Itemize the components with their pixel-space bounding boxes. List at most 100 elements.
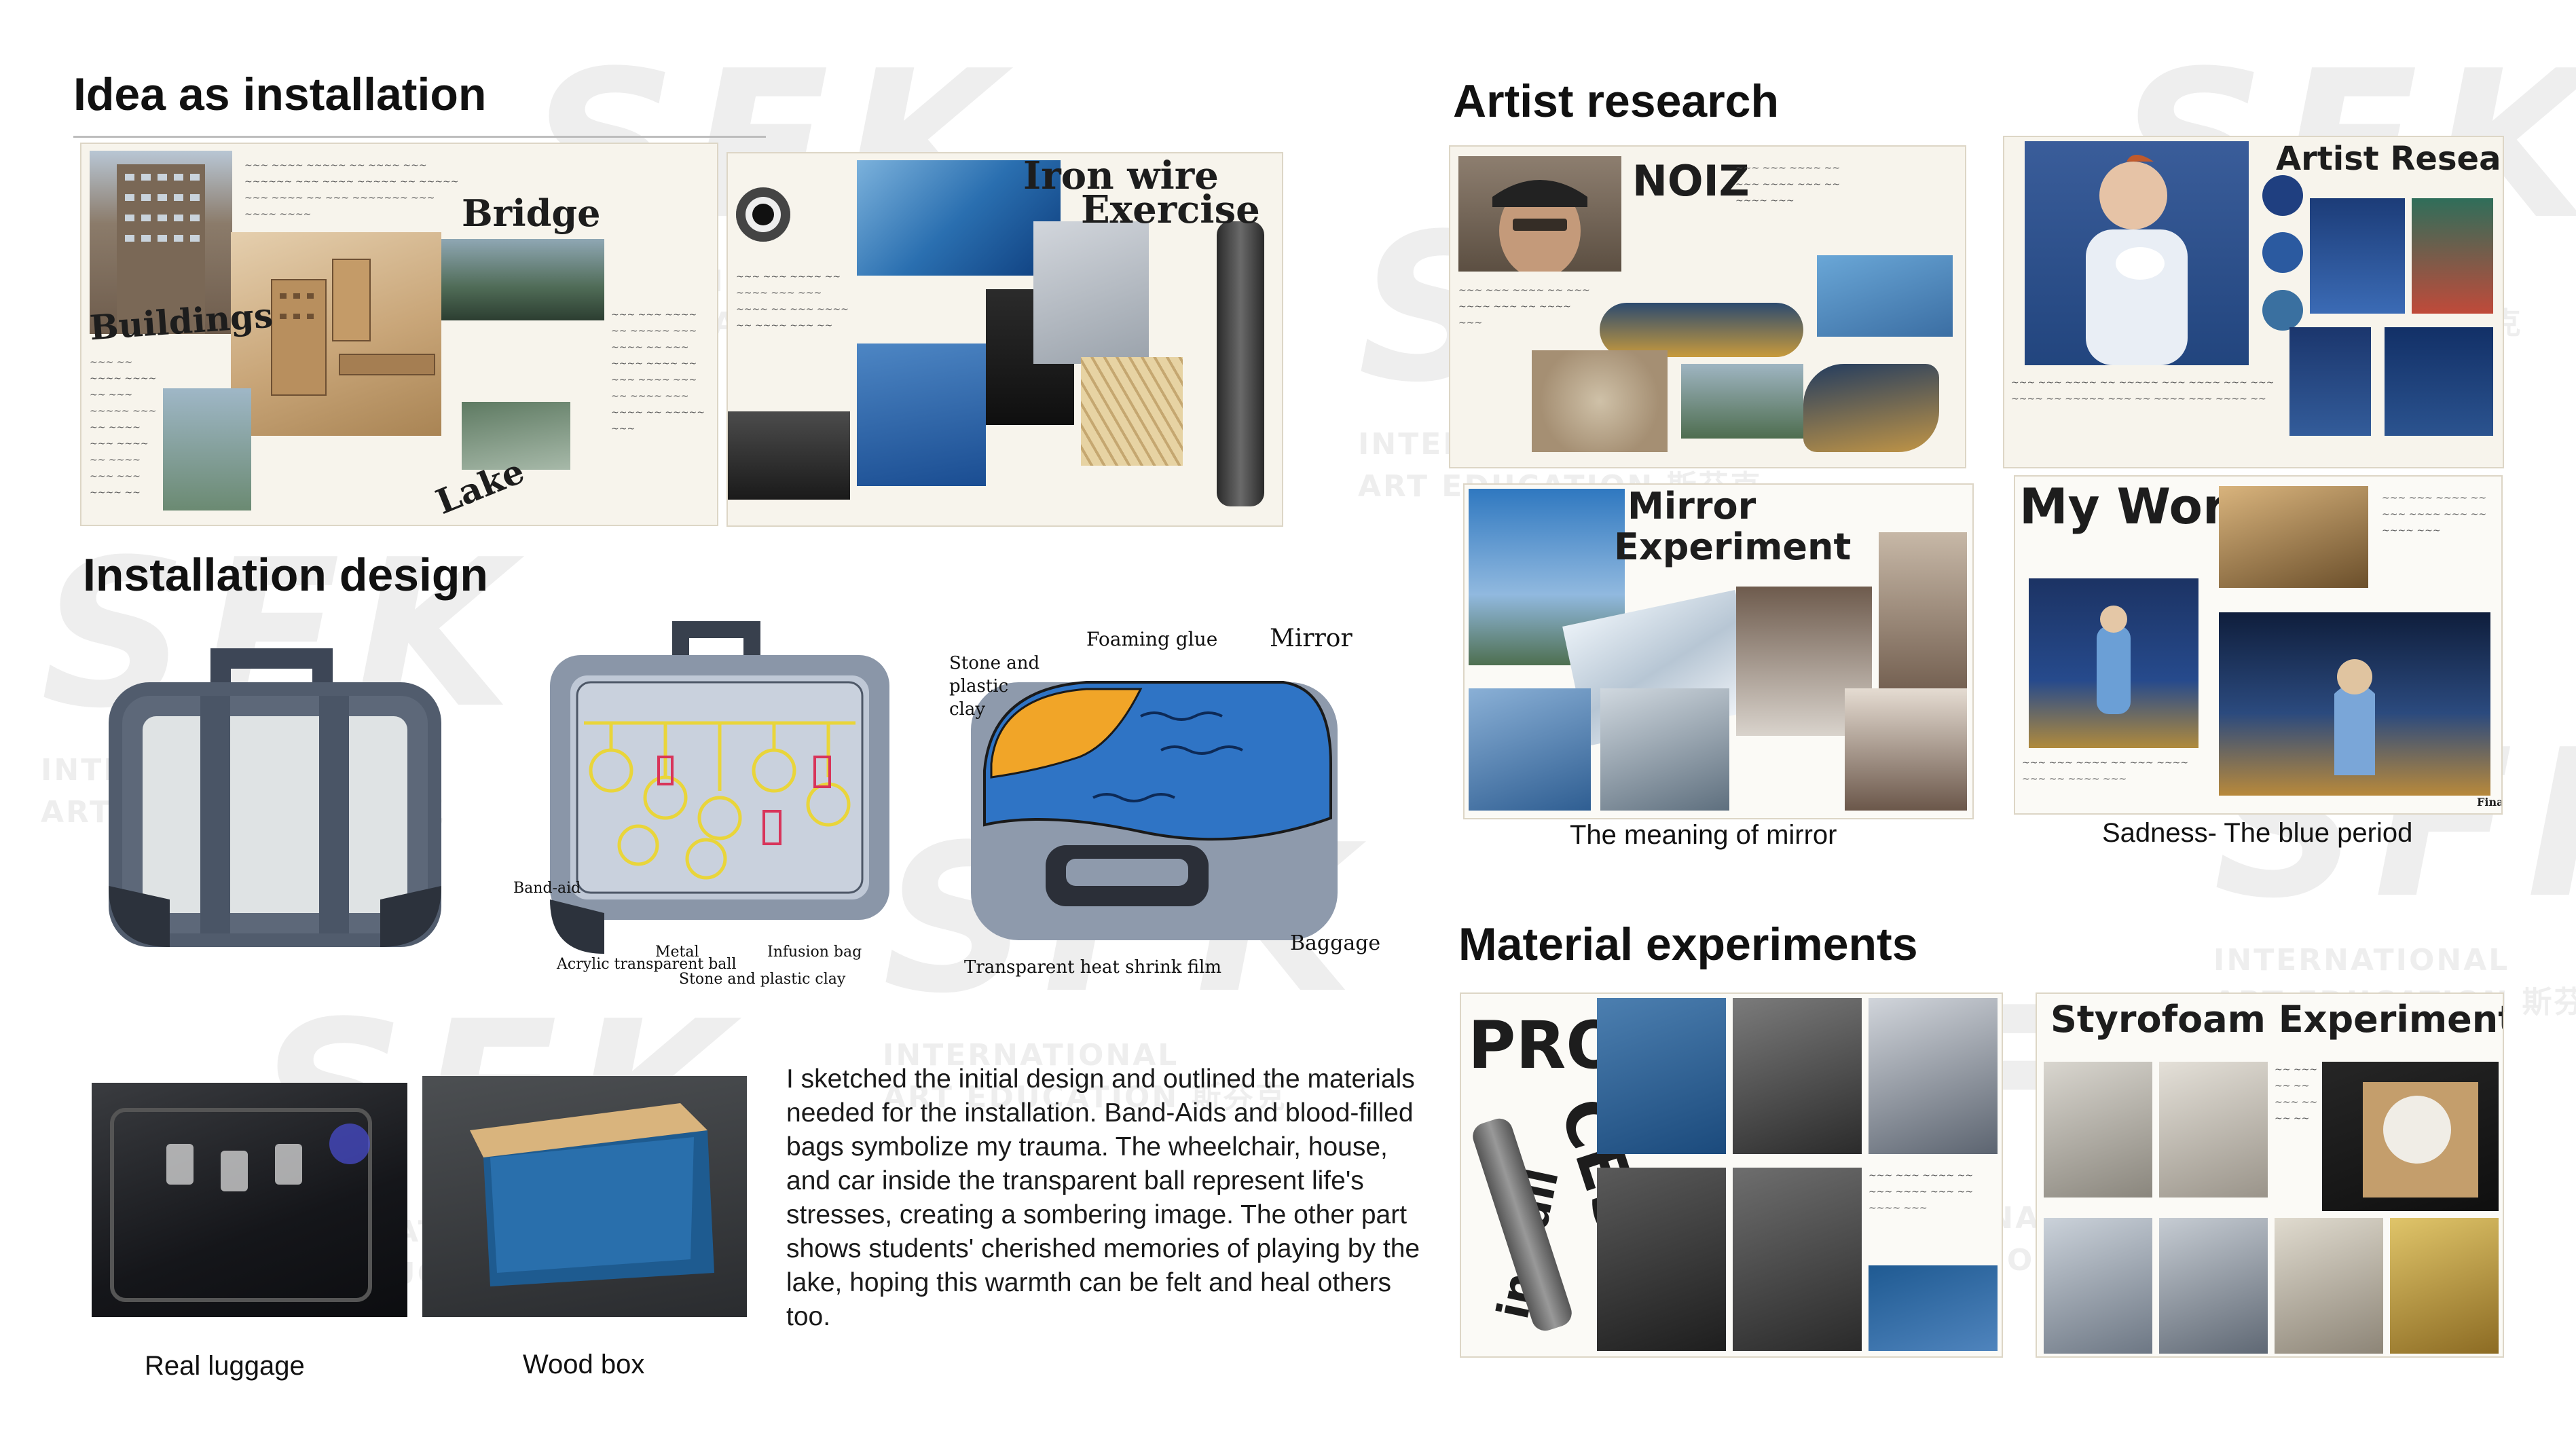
heading-material-experiments: Material experiments [1458, 918, 1918, 970]
heading-idea-as-installation: Idea as installation [73, 69, 487, 120]
blue-wire-photo [857, 160, 1061, 276]
artist-noiz-page: NOIZ ~~~ ~~~ ~~~~ ~~ ~~~ ~~~~ ~~~ ~~ ~~~… [1449, 145, 1966, 468]
label-stone-plastic-clay-bottom: Stone and plastic clay [679, 971, 846, 988]
caption-meaning-of-mirror: The meaning of mirror [1570, 820, 1837, 850]
heading-artist-research: Artist research [1453, 75, 1780, 127]
blue-box-photo [1869, 1265, 1998, 1351]
handwritten-notes: ~~~ ~~~ ~~~~ ~~ ~~~~~ ~~~ ~~~~ ~~~ ~~~ ~… [2011, 377, 2275, 405]
idea-sketchbook-page-iron-wire: Iron wire Exercise ~~~ ~~~ ~~~~ ~~ ~~~~ … [726, 152, 1283, 527]
blue-sheet-photo [857, 344, 986, 486]
styrofoam-photo [2044, 1218, 2152, 1354]
puzzle-piece-photo [1532, 350, 1668, 452]
handwritten-notes: ~~ ~~~ ~~ ~~ ~~~ ~~ ~~ ~~ [2275, 1064, 2318, 1124]
styrofoam-photo [2159, 1062, 2268, 1198]
mirror-park-photo [1817, 255, 1953, 337]
handwritten-notes: ~~~ ~~~ ~~~~ ~~ ~~~~ ~~~ ~~~ ~~~~ ~~ ~~~… [736, 272, 849, 331]
painting-blue-woman [2310, 198, 2405, 314]
label-styrofoam-experiment: Styrofoam Experiment [2050, 998, 2504, 1041]
process-install-page: PRO CESS install ~~~ ~~~ ~~~~ ~~ ~~~ ~~~… [1460, 992, 2003, 1358]
installation-description: I sketched the initial design and outlin… [786, 1064, 1420, 1331]
painting-old-man [2385, 327, 2493, 436]
label-foaming-glue: Foaming glue [1086, 628, 1218, 650]
wire-hanging-photo [728, 411, 850, 500]
artist-portrait-photo [1458, 156, 1621, 272]
my-work-page: My Work Final ~~~ ~~~ ~~~~ ~~ ~~~ ~~~~ ~… [2014, 475, 2503, 815]
painting-in-progress-photo [2029, 578, 2198, 748]
sketch-lake-memory [964, 662, 1344, 961]
handwritten-notes: ~~~ ~~~ ~~~~ ~~ ~~~ ~~~~ ~~~ ~~ ~~~~ ~~~ [1735, 163, 1841, 206]
hinge-photo [1869, 998, 1998, 1154]
transparent-film-photo [1033, 221, 1149, 364]
label-metal: Metal [655, 944, 699, 961]
handwritten-notes: ~~~ ~~~ ~~~~ ~~ ~~~ ~~~~ ~~~ ~~ ~~~~ ~~~ [1869, 1170, 1974, 1214]
sketch-closed-luggage [95, 628, 455, 961]
riverside-photo [163, 388, 251, 510]
handwritten-notes: ~~~ ~~ ~~~~ ~~~~ ~~ ~~~ ~~~~~ ~~~ ~~ ~~~… [90, 357, 157, 498]
mirror-experiment-page: Mirror Experiment [1463, 483, 1974, 819]
wooden-box-photo [2219, 486, 2368, 588]
label-infusion-bag: Infusion bag [767, 944, 862, 961]
label-acrylic-ball: Acrylic transparent ball [557, 956, 737, 973]
lake-photo [462, 402, 570, 470]
stairs-mirror-photo [1879, 532, 1967, 702]
heading-installation-design: Installation design [83, 549, 488, 601]
bridge-view-photo [1681, 364, 1803, 439]
final-painting-photo [2219, 612, 2490, 796]
painting-thumb [2262, 175, 2303, 216]
idea-sketchbook-page-bridge: Bridge Buildings Lake ~~~ ~~~~ ~~~~~ ~~ … [80, 143, 718, 526]
mirror-floor-photo [1469, 688, 1591, 811]
label-artist-research: Artist Research [2276, 140, 2503, 178]
process-photo [1597, 998, 1726, 1154]
sketch-installation-interior [536, 614, 896, 967]
label-mirror: Mirror [1270, 625, 1353, 652]
painting-seated-woman [2289, 327, 2371, 436]
painting-thumb [2262, 290, 2303, 331]
painting-child-dove [2025, 141, 2249, 365]
handwritten-notes: ~~~ ~~~~ ~~~~~ ~~ ~~~~ ~~~ ~~~~~~ ~~~ ~~… [244, 160, 459, 220]
styrofoam-photo [2159, 1218, 2268, 1354]
process-photo [1733, 1168, 1862, 1351]
foam-on-mirror-photo [2322, 1062, 2499, 1211]
handwritten-notes: ~~~ ~~~ ~~~~ ~~ ~~~ ~~~~ ~~~ ~~ ~~~~ ~~~ [2022, 758, 2189, 785]
styrofoam-photo [2275, 1218, 2383, 1354]
yellow-foam-photo [2390, 1218, 2499, 1354]
bridge-photo [441, 239, 604, 320]
artist-picasso-page: Artist Research ~~~ ~~~ ~~~~ ~~ ~~~~~ ~~… [2003, 136, 2504, 468]
photo-wood-box [422, 1076, 747, 1317]
label-process-1: PRO [1468, 1007, 1621, 1083]
styrofoam-experiment-page: Styrofoam Experiment ~~ ~~~ ~~ ~~ ~~~ ~~… [2036, 992, 2504, 1358]
caption-wood-box: Wood box [523, 1350, 645, 1379]
caption-blue-period: Sadness- The blue period [2102, 818, 2413, 848]
building-photo [90, 151, 232, 334]
photo-real-luggage [92, 1083, 407, 1317]
label-noiz: NOIZ [1632, 156, 1750, 206]
label-exercise: Exercise [1081, 187, 1260, 232]
heading-rule [73, 136, 766, 138]
label-band-aid: Band-aid [513, 880, 581, 897]
handwritten-notes: ~~~ ~~~ ~~~~ ~~ ~~~ ~~~~ ~~~ ~~ ~~~~ ~~~ [1458, 285, 1590, 329]
label-final: Final [2477, 796, 2501, 809]
handwritten-notes: ~~~ ~~~ ~~~~ ~~ ~~~ ~~~~ ~~~ ~~ ~~~~ ~~~ [2382, 493, 2487, 536]
process-photo [1597, 1168, 1726, 1351]
mirror-crumpled-photo [1600, 688, 1729, 811]
metal-sculpture-photo [1217, 221, 1264, 506]
styrofoam-photo [2044, 1062, 2152, 1198]
students-reaction-photo [1845, 688, 1967, 811]
river-collage-photo [1803, 364, 1939, 452]
wooden-sticks-photo [1081, 357, 1183, 466]
handwritten-notes: ~~~ ~~~ ~~~~ ~~ ~~~~~ ~~~ ~~~~ ~~ ~~~ ~~… [611, 310, 705, 434]
landscape-collage-photo [1600, 303, 1803, 357]
painting-thumb [2262, 232, 2303, 273]
iron-ring-photo [736, 187, 790, 242]
label-mirror: Mirror [1627, 485, 1756, 527]
label-baggage: Baggage [1290, 931, 1381, 955]
cardboard-model-photo [231, 232, 441, 436]
caption-real-luggage: Real luggage [145, 1351, 305, 1381]
label-bridge: Bridge [462, 191, 601, 235]
label-stone-plastic-clay: Stone and plastic clay [949, 653, 1040, 720]
label-shrink-film: Transparent heat shrink film [964, 957, 1222, 978]
label-experiment: Experiment [1614, 525, 1852, 568]
process-photo [1733, 998, 1862, 1154]
label-iron-wire: Iron wire [1023, 153, 1219, 198]
painting-couple [2412, 198, 2493, 314]
